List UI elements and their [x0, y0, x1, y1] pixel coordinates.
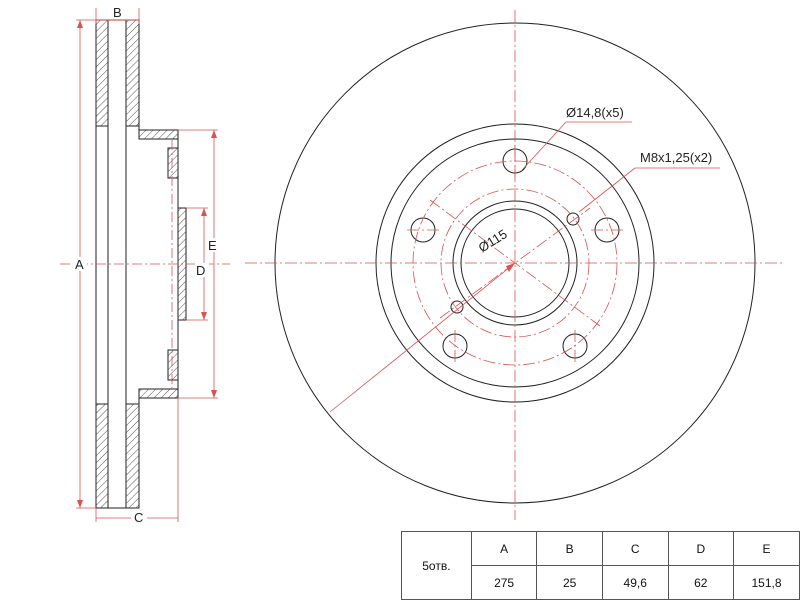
inner-plate-top	[125, 19, 140, 127]
thread-hole-1	[566, 212, 580, 226]
dimension-label-d: D	[196, 263, 205, 278]
thread-hole-2	[450, 300, 464, 314]
callout-thread: M8x1,25(x2)	[640, 150, 712, 165]
outer-plate-top	[95, 19, 109, 127]
dimension-label-e: E	[208, 238, 217, 253]
dimension-label-b: B	[113, 5, 122, 20]
dimension-label-c: C	[134, 510, 143, 525]
specs-value-e: 151,8	[733, 565, 800, 600]
specs-value-b: 25	[536, 565, 603, 600]
outer-plate-bottom	[95, 403, 109, 509]
specs-col-d: D	[667, 531, 735, 566]
specs-header-row: 5отв. A B C D E	[401, 531, 800, 600]
specs-col-b: B	[536, 531, 603, 566]
callout-pcd: Ø115	[476, 226, 510, 255]
callout-hole-diameter: Ø14,8(x5)	[566, 105, 624, 120]
specs-value-c: 49,6	[601, 565, 669, 600]
specs-value-d: 62	[667, 565, 735, 600]
front-centerlines	[245, 10, 785, 520]
side-dimension-labels	[77, 20, 217, 508]
specs-col-a: A	[470, 531, 538, 566]
side-centerlines	[60, 140, 230, 390]
inner-plate-bottom	[125, 403, 140, 509]
specs-col-e: E	[733, 531, 800, 566]
specs-row-header: 5отв.	[401, 531, 472, 600]
callout-leaders	[329, 121, 720, 413]
specs-col-c: C	[601, 531, 669, 566]
specs-value-a: 275	[470, 565, 538, 600]
specs-table: 5отв. A B C D E 275 25 49,6 62 151,8	[401, 531, 800, 600]
specs-value-row: 275 25 49,6 62 151,8	[402, 565, 800, 600]
dimension-label-a: A	[75, 257, 84, 272]
